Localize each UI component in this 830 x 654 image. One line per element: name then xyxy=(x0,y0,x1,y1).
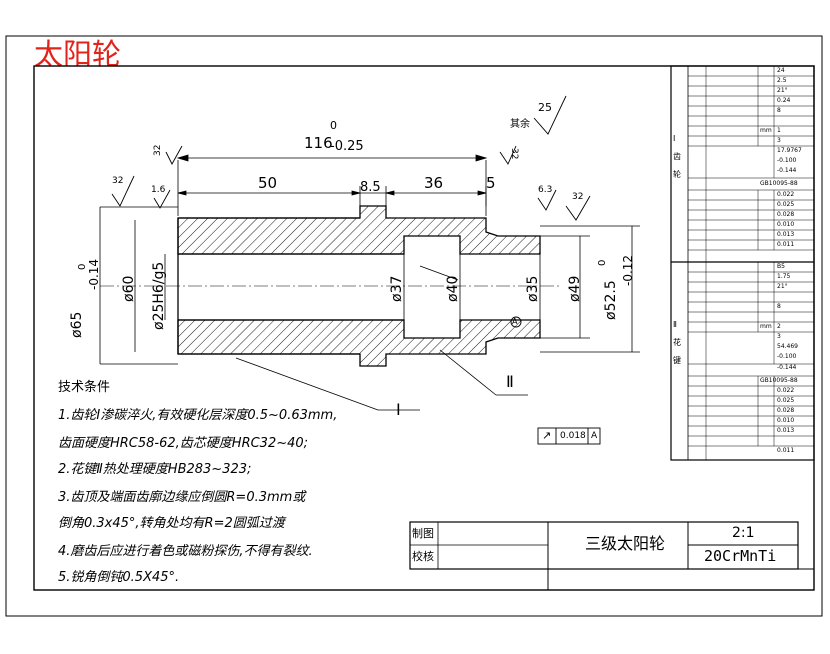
dim-len-5: 5 xyxy=(486,174,496,192)
param-g1-v1: 2.5 xyxy=(777,77,787,84)
gdt-datum: A xyxy=(591,431,598,441)
dim-overall-main: 116 xyxy=(304,134,333,152)
dim-dia-25: ø25H6/g5 xyxy=(151,261,167,330)
param-g1-v6: 3 xyxy=(777,137,781,144)
param-g2-a2: 0.028 xyxy=(777,407,795,414)
notes-heading: 技术条件 xyxy=(58,380,111,395)
tb-part-name: 三级太阳轮 xyxy=(585,534,666,553)
param-g2-a0: 0.022 xyxy=(777,387,795,394)
title-block xyxy=(409,521,814,590)
note-line: 1.齿轮Ⅰ渗碳淬火,有效硬化层深度0.5~0.63mm, xyxy=(58,408,338,423)
roughness-32-right: 32 xyxy=(572,192,584,202)
param-table xyxy=(670,65,815,461)
leaders xyxy=(235,265,528,411)
param-g1-a2: 0.028 xyxy=(777,211,795,218)
param-g2-v0: B5 xyxy=(777,263,785,270)
gdt-frame xyxy=(537,427,601,445)
gdt-runout-icon: ↗ xyxy=(542,429,552,442)
param-g2-unit: mm xyxy=(760,323,772,330)
datum-marker: A xyxy=(512,317,518,326)
param-g1-v7: 17.9767 xyxy=(777,147,802,154)
dim-dia-52-tol-upper: 0 xyxy=(597,259,608,266)
param-g2-a3: 0.010 xyxy=(777,417,795,424)
roughness-1-6: 1.6 xyxy=(151,185,166,195)
dim-dia-52: ø52.5 xyxy=(603,280,619,320)
note-line: 倒角0.3x45°,转角处均有R=2圆弧过渡 xyxy=(58,516,285,531)
param-gear1-label: Ⅰ 齿轮 xyxy=(673,134,681,179)
param-g1-unit: mm xyxy=(760,127,772,134)
param-g2-a5: 0.011 xyxy=(777,447,795,454)
param-g1-v2: 21° xyxy=(777,87,788,94)
note-line: 3.齿顶及端面齿廓边缘应倒圆R=0.3mm或 xyxy=(58,490,306,505)
part-section xyxy=(177,205,541,367)
note-line: 5.锐角倒钝0.5X45°. xyxy=(58,570,180,585)
roughness-32-right-top: 32 xyxy=(509,148,519,160)
dim-dia-37: ø37 xyxy=(389,275,405,302)
dim-len-36: 36 xyxy=(424,174,444,192)
param-g1-v3: 0.24 xyxy=(777,97,791,104)
param-g2-v4: 2 xyxy=(777,323,781,330)
dim-dia-65: ø65 xyxy=(69,311,85,338)
tb-drawn-label: 制图 xyxy=(412,527,434,540)
param-g1-v8: -0.100 xyxy=(777,157,797,164)
param-g1-a0: 0.022 xyxy=(777,191,795,198)
note-line: 4.磨齿后应进行着色或磁粉探伤,不得有裂纹. xyxy=(58,544,313,559)
param-g2-v6: 54.469 xyxy=(777,343,798,350)
outer-border xyxy=(5,35,823,617)
param-g2-std: GB10095-88 xyxy=(760,377,798,384)
dim-dia-60: ø60 xyxy=(121,275,137,302)
dim-len-50: 50 xyxy=(258,174,278,192)
roughness-rest-label: 其余 xyxy=(510,119,530,130)
roughness-6-3: 6.3 xyxy=(538,185,553,195)
param-g1-v4: 8 xyxy=(777,107,781,114)
dim-overall-tol-lower: -0.25 xyxy=(330,139,364,154)
param-g2-v3: 8 xyxy=(777,303,781,310)
param-g1-v0: 24 xyxy=(777,67,785,74)
param-g2-v1: 1.75 xyxy=(777,273,791,280)
dim-diameters xyxy=(99,206,640,365)
param-g2-v2: 21° xyxy=(777,283,788,290)
tb-material: 20CrMnTi xyxy=(704,547,777,565)
roughness-symbols xyxy=(111,95,591,328)
param-g1-a5: 0.011 xyxy=(777,241,795,248)
param-g1-a3: 0.010 xyxy=(777,221,795,228)
param-g1-std: GB10095-88 xyxy=(760,180,798,187)
drawing-title: 太阳轮 xyxy=(34,37,122,71)
roughness-32-left: 32 xyxy=(112,176,124,186)
param-g2-v5: 3 xyxy=(777,333,781,340)
dim-dia-35: ø35 xyxy=(525,275,541,302)
section-label-gear1: Ⅰ xyxy=(396,400,401,419)
roughness-25: 25 xyxy=(538,101,552,114)
roughness-32-top: 32 xyxy=(153,144,163,156)
param-g2-a1: 0.025 xyxy=(777,397,795,404)
tb-checked-label: 校核 xyxy=(412,550,434,563)
param-grid xyxy=(688,66,814,460)
dim-dia-40: ø40 xyxy=(445,275,461,302)
dim-dia-49: ø49 xyxy=(567,275,583,302)
param-g2-v8: -0.144 xyxy=(777,364,797,371)
dim-segments xyxy=(177,186,487,206)
param-g2-a4: 0.013 xyxy=(777,427,795,434)
dim-dia-65-tol-lower: -0.14 xyxy=(87,258,101,290)
dim-overall-tol-upper: 0 xyxy=(330,119,337,132)
section-label-gear2: Ⅱ xyxy=(506,372,514,391)
gdt-value: 0.018 xyxy=(560,431,586,441)
param-gear2-label: Ⅱ 花键 xyxy=(673,320,681,365)
param-g1-v9: -0.144 xyxy=(777,167,797,174)
param-g2-v7: -0.100 xyxy=(777,353,797,360)
dim-dia-52-tol-lower: -0.12 xyxy=(621,254,635,286)
param-g1-v5: 1 xyxy=(777,127,781,134)
tb-scale: 2:1 xyxy=(732,525,755,541)
note-line: 2.花键Ⅱ热处理硬度HB283~323; xyxy=(58,462,252,477)
param-g1-a4: 0.013 xyxy=(777,231,795,238)
note-line: 齿面硬度HRC58-62,齿芯硬度HRC32~40; xyxy=(58,436,309,451)
param-g1-a1: 0.025 xyxy=(777,201,795,208)
dim-overall-length xyxy=(176,154,488,216)
dim-len-8-5: 8.5 xyxy=(360,180,381,195)
